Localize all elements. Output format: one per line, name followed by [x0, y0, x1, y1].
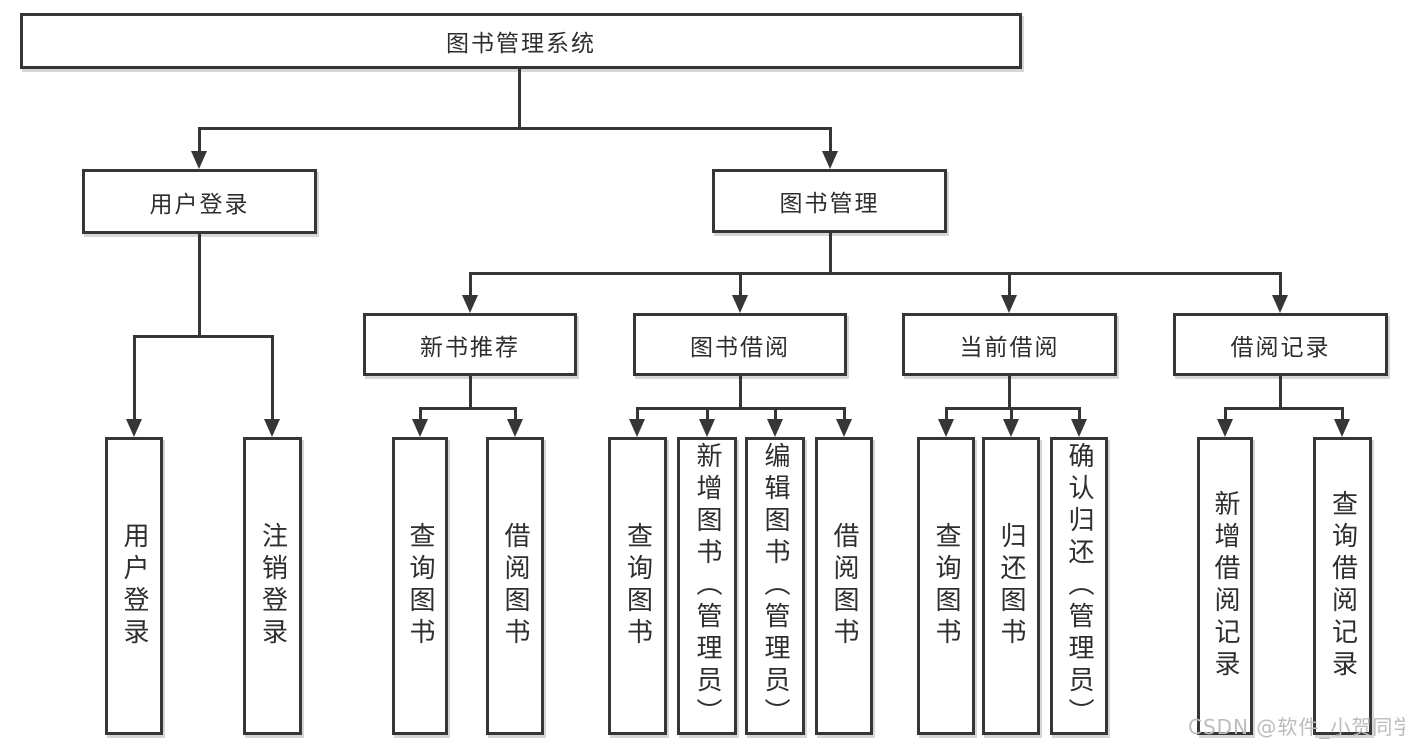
connector-root-stem	[518, 68, 521, 130]
leaf-query-books-current: 查询图书	[917, 437, 975, 735]
arrowhead-leaf	[699, 419, 715, 437]
leaf-user-login: 用户登录	[105, 437, 163, 735]
arrowhead-current	[1001, 295, 1017, 313]
leaf-return-books: 归还图书	[982, 437, 1040, 735]
leaf-query-books-borrowing: 查询图书	[608, 437, 667, 735]
connector-arrow-stem	[469, 272, 472, 298]
connector-arrow-stem	[774, 407, 777, 423]
connector-arrow-stem	[133, 335, 136, 421]
arrowhead-leaf	[412, 419, 428, 437]
arrowhead-leaf	[629, 419, 645, 437]
leaf-borrow-books-newbook: 借阅图书	[486, 437, 544, 735]
leaf-query-borrow-record: 查询借阅记录	[1313, 437, 1372, 735]
leaf-add-books-admin: 新增图书（管理员）	[677, 437, 737, 735]
connector-arrow-stem	[514, 407, 517, 423]
leaf-confirm-return-admin: 确认归还（管理员）	[1050, 437, 1108, 735]
connector-records-stem	[1279, 376, 1282, 410]
connector-arrow-stem	[843, 407, 846, 423]
arrowhead-borrowing	[732, 295, 748, 313]
connector-arrow-stem	[829, 127, 832, 155]
arrowhead-leaf	[836, 419, 852, 437]
node-root: 图书管理系统	[20, 13, 1022, 69]
arrowhead-new-book	[462, 295, 478, 313]
connector-arrow-stem	[706, 407, 709, 423]
connector-current-stem	[1008, 376, 1011, 410]
connector-arrow-stem	[636, 407, 639, 423]
arrowhead-leaf-logout	[264, 419, 280, 437]
connector-user-login-rail	[133, 335, 274, 338]
connector-root-rail	[198, 127, 831, 130]
arrowhead-book-management	[822, 151, 838, 169]
node-book-borrowing: 图书借阅	[633, 313, 847, 376]
arrowhead-leaf	[938, 419, 954, 437]
connector-new-book-stem	[469, 376, 472, 410]
connector-book-management-rail	[470, 272, 1282, 275]
csdn-watermark: CSDN @软件_小贺同学	[1188, 715, 1405, 739]
arrowhead-leaf-user-login	[126, 419, 142, 437]
arrowhead-leaf	[1003, 419, 1019, 437]
arrowhead-leaf	[1334, 419, 1350, 437]
connector-borrowing-stem	[739, 376, 742, 410]
arrowhead-leaf	[1071, 419, 1087, 437]
connector-borrowing-rail	[637, 407, 845, 410]
connector-arrow-stem	[419, 407, 422, 423]
connector-book-management-stem	[829, 233, 832, 275]
node-new-book-recommend: 新书推荐	[363, 313, 577, 376]
connector-arrow-stem	[1078, 407, 1081, 423]
connector-arrow-stem	[739, 272, 742, 298]
arrowhead-leaf	[507, 419, 523, 437]
connector-arrow-stem	[1224, 407, 1227, 423]
connector-new-book-rail	[419, 407, 517, 410]
connector-current-rail	[945, 407, 1081, 410]
node-book-management: 图书管理	[712, 169, 947, 233]
leaf-logout: 注销登录	[243, 437, 302, 735]
connector-arrow-stem	[271, 335, 274, 421]
arrowhead-user-login	[191, 151, 207, 169]
connector-arrow-stem	[1008, 272, 1011, 298]
leaf-add-borrow-record: 新增借阅记录	[1197, 437, 1253, 735]
connector-arrow-stem	[1341, 407, 1344, 423]
connector-records-rail	[1224, 407, 1343, 410]
connector-user-login-stem	[198, 234, 201, 338]
node-user-login: 用户登录	[82, 169, 317, 234]
node-borrowing-records: 借阅记录	[1173, 313, 1388, 376]
leaf-edit-books-admin: 编辑图书（管理员）	[745, 437, 805, 735]
arrowhead-leaf	[767, 419, 783, 437]
leaf-query-books-newbook: 查询图书	[392, 437, 448, 735]
connector-arrow-stem	[198, 127, 201, 155]
connector-arrow-stem	[945, 407, 948, 423]
node-current-borrowing: 当前借阅	[902, 313, 1117, 376]
connector-arrow-stem	[1010, 407, 1013, 423]
leaf-borrow-books-borrowing: 借阅图书	[815, 437, 873, 735]
connector-arrow-stem	[1279, 272, 1282, 298]
arrowhead-leaf	[1217, 419, 1233, 437]
arrowhead-records	[1272, 295, 1288, 313]
